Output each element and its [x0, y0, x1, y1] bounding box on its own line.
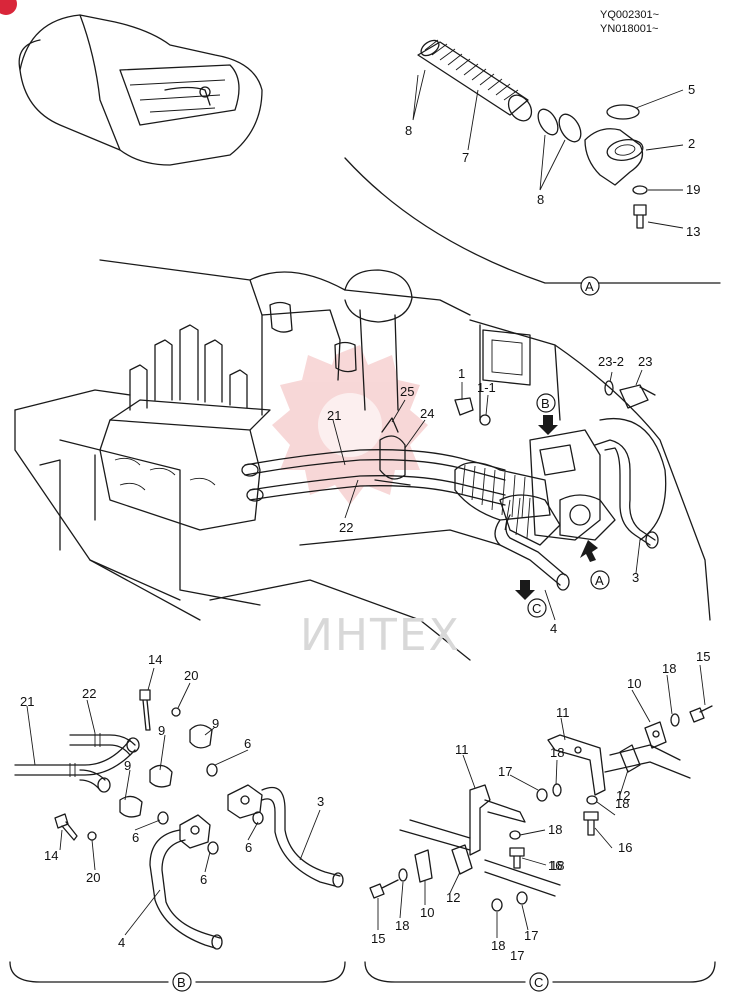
seat-location-outline — [18, 14, 263, 166]
marker-a-top: A — [585, 279, 594, 294]
callout-a-5: 5 — [688, 82, 695, 97]
callout-b-4: 4 — [118, 935, 125, 950]
detail-a-bellows-assembly: YQ002301~ YN018001~ 8 7 5 2 19 13 8 — [344, 9, 721, 296]
callout-main-23: 23 — [638, 354, 652, 369]
callout-a-7: 7 — [462, 150, 469, 165]
callout-a-8: 8 — [405, 123, 412, 138]
watermark-gear-icon — [272, 345, 428, 505]
serial-line-2: YN018001~ — [600, 23, 658, 35]
callout-c-18-e: 18 — [395, 918, 409, 933]
main-assembly-view: 1 1-1 23-2 23 25 24 21 22 3 4 B A C ИНТЕ… — [14, 259, 711, 661]
callout-main-1: 1 — [458, 366, 465, 381]
callout-b-14-bottom: 14 — [44, 848, 58, 863]
marker-c-main: C — [532, 601, 541, 616]
marker-c-detail: C — [534, 975, 543, 990]
watermark-text: ИНТЕХ — [300, 610, 461, 661]
detail-b-assembly: 14 20 9 22 21 9 9 6 6 3 14 20 6 6 4 B — [9, 652, 346, 992]
callout-b-20-bottom: 20 — [86, 870, 100, 885]
callout-c-17-bottom: 17 — [524, 928, 538, 943]
callout-c-18-b: 18 — [615, 796, 629, 811]
callout-c-10-bottom: 10 — [420, 905, 434, 920]
callout-c-12-bottom: 12 — [446, 890, 460, 905]
callout-b-21: 21 — [20, 694, 34, 709]
callout-b-9-b: 9 — [158, 723, 165, 738]
callout-c-18-a: 18 — [550, 745, 564, 760]
detail-c-assembly: 15 18 10 11 11 18 17 18 12 18 16 18 16 1… — [364, 649, 716, 992]
callout-a-13: 13 — [686, 224, 700, 239]
callout-main-1-1: 1-1 — [477, 380, 496, 395]
callout-b-3: 3 — [317, 794, 324, 809]
arrow-c-icon — [515, 580, 535, 600]
callout-c-18-top: 18 — [662, 661, 676, 676]
marker-a-main: A — [595, 573, 604, 588]
callout-c-17-c: 17 — [510, 948, 524, 963]
callout-main-25: 25 — [400, 384, 414, 399]
callout-main-21: 21 — [327, 408, 341, 423]
callout-b-20-top: 20 — [184, 668, 198, 683]
callout-b-9-a: 9 — [212, 716, 219, 731]
serial-line-1: YQ002301~ — [600, 9, 659, 21]
callout-c-17-a: 17 — [498, 764, 512, 779]
callout-c-10-top: 10 — [627, 676, 641, 691]
callout-b-6-d: 6 — [200, 872, 207, 887]
arrow-b-icon — [538, 415, 558, 435]
callout-main-23-2: 23-2 — [598, 354, 624, 369]
callout-c-16-top: 16 — [618, 840, 632, 855]
callout-main-22: 22 — [339, 520, 353, 535]
callout-c-15-top: 15 — [696, 649, 710, 664]
callout-a-8b: 8 — [537, 192, 544, 207]
callout-b-22: 22 — [82, 686, 96, 701]
callout-b-6-a: 6 — [244, 736, 251, 751]
callout-b-14-top: 14 — [148, 652, 162, 667]
callout-c-18-d: 18 — [550, 858, 564, 873]
corner-badge-icon — [0, 0, 17, 15]
callout-main-3: 3 — [632, 570, 639, 585]
callout-c-12-top: 12 — [616, 788, 630, 803]
callout-c-11-bottom: 11 — [455, 742, 469, 757]
callout-a-19: 19 — [686, 182, 700, 197]
callout-c-18-c: 18 — [548, 822, 562, 837]
callout-c-18-f: 18 — [491, 938, 505, 953]
callout-main-24: 24 — [420, 406, 434, 421]
marker-b-main: B — [541, 396, 550, 411]
marker-b-detail: B — [177, 975, 186, 990]
callout-b-6-c: 6 — [132, 830, 139, 845]
callout-c-11-top: 11 — [556, 705, 570, 720]
arrow-a-icon — [580, 540, 598, 562]
callout-c-15-bottom: 15 — [371, 931, 385, 946]
callout-b-6-b: 6 — [245, 840, 252, 855]
callout-main-4: 4 — [550, 621, 557, 636]
callout-a-2: 2 — [688, 136, 695, 151]
callout-b-9-c: 9 — [124, 758, 131, 773]
callout-c-16-bottom: 16 — [548, 858, 562, 873]
